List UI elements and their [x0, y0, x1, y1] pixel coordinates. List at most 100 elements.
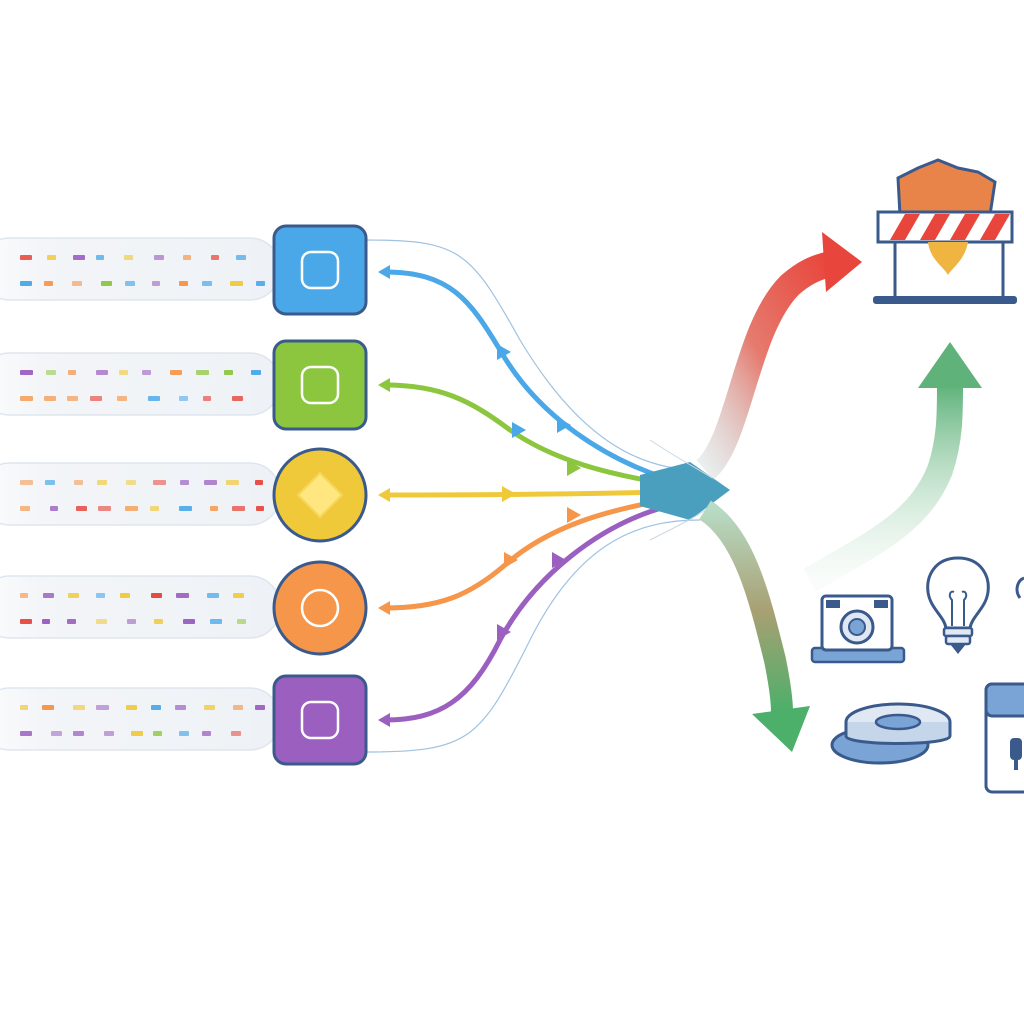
- data-mark: [207, 593, 219, 598]
- flow-chevron: [497, 344, 511, 360]
- green-down-arrow: [698, 500, 810, 752]
- data-mark: [183, 255, 191, 260]
- data-mark: [126, 480, 136, 485]
- data-mark: [72, 281, 82, 286]
- data-mark: [20, 396, 33, 401]
- data-mark: [148, 396, 160, 401]
- data-mark: [42, 619, 50, 624]
- data-mark: [152, 281, 160, 286]
- data-mark: [150, 506, 159, 511]
- input-streams: [0, 237, 281, 751]
- data-mark: [73, 255, 85, 260]
- stream-node-blue: [272, 224, 368, 316]
- locked-window-icon: [984, 682, 1024, 794]
- red-up-arrow: [695, 232, 862, 480]
- data-mark: [203, 396, 211, 401]
- camera-icon: [810, 594, 906, 664]
- data-mark: [97, 480, 107, 485]
- data-mark: [76, 506, 87, 511]
- partial-icon: [1015, 576, 1024, 599]
- rounded-square-icon: [300, 700, 340, 740]
- stream-tube-orange: [0, 575, 281, 639]
- flow-orange: [378, 497, 668, 615]
- data-mark: [119, 370, 128, 375]
- stream-nodes: [272, 224, 368, 766]
- flow-blue: [378, 265, 668, 481]
- data-mark: [204, 705, 215, 710]
- data-mark: [44, 281, 53, 286]
- data-mark: [120, 593, 130, 598]
- data-mark: [224, 370, 233, 375]
- data-mark: [226, 480, 239, 485]
- data-mark: [96, 705, 109, 710]
- data-mark: [202, 281, 212, 286]
- stream-flows: [378, 265, 668, 727]
- flow-chevron: [567, 507, 581, 523]
- rounded-square-icon: [300, 250, 340, 290]
- data-mark: [20, 619, 32, 624]
- data-mark: [20, 480, 33, 485]
- data-mark: [20, 593, 28, 598]
- data-mark: [68, 370, 76, 375]
- data-mark: [126, 705, 137, 710]
- data-mark: [20, 731, 32, 736]
- data-mark: [131, 731, 143, 736]
- data-mark: [175, 705, 186, 710]
- data-mark: [153, 480, 166, 485]
- stream-node-orange: [272, 560, 368, 656]
- data-mark: [255, 480, 263, 485]
- flow-chevron: [567, 460, 581, 476]
- data-mark: [236, 255, 246, 260]
- data-mark: [125, 506, 138, 511]
- data-mark: [196, 370, 209, 375]
- data-mark: [101, 281, 112, 286]
- data-mark: [96, 619, 107, 624]
- data-mark: [154, 619, 163, 624]
- data-mark: [127, 619, 136, 624]
- flow-purple: [378, 504, 668, 727]
- data-mark: [42, 705, 54, 710]
- stream-tube-green: [0, 352, 281, 416]
- data-mark: [179, 281, 188, 286]
- data-mark: [233, 593, 244, 598]
- flow-chevron: [512, 422, 526, 438]
- data-mark: [256, 506, 264, 511]
- flow-chevron: [552, 552, 566, 568]
- flow-chevron: [557, 417, 571, 433]
- data-mark: [51, 731, 62, 736]
- data-mark: [210, 619, 222, 624]
- data-mark: [211, 255, 219, 260]
- data-mark: [73, 705, 85, 710]
- data-mark: [233, 705, 243, 710]
- data-mark: [98, 506, 111, 511]
- diamond-icon: [296, 471, 344, 519]
- data-mark: [179, 506, 192, 511]
- stream-tube-blue: [0, 237, 281, 301]
- data-mark: [74, 480, 83, 485]
- data-mark: [237, 619, 246, 624]
- data-mark: [117, 396, 127, 401]
- data-mark: [179, 731, 189, 736]
- data-mark: [154, 255, 164, 260]
- flow-green: [378, 378, 668, 487]
- data-mark: [90, 396, 102, 401]
- data-mark: [232, 396, 243, 401]
- data-mark: [231, 731, 241, 736]
- stream-tube-yellow: [0, 462, 281, 526]
- data-mark: [45, 480, 55, 485]
- stream-node-yellow: [272, 447, 368, 543]
- data-mark: [47, 255, 56, 260]
- stream-node-purple: [272, 674, 368, 766]
- data-mark: [251, 370, 261, 375]
- flow-chevron: [504, 552, 518, 568]
- data-mark: [67, 396, 78, 401]
- data-mark: [202, 731, 211, 736]
- data-mark: [67, 619, 76, 624]
- data-mark: [232, 506, 245, 511]
- flow-yellow: [378, 488, 668, 502]
- rounded-square-icon: [300, 365, 340, 405]
- data-mark: [46, 370, 56, 375]
- guide-lines: [364, 239, 701, 753]
- data-mark: [44, 396, 56, 401]
